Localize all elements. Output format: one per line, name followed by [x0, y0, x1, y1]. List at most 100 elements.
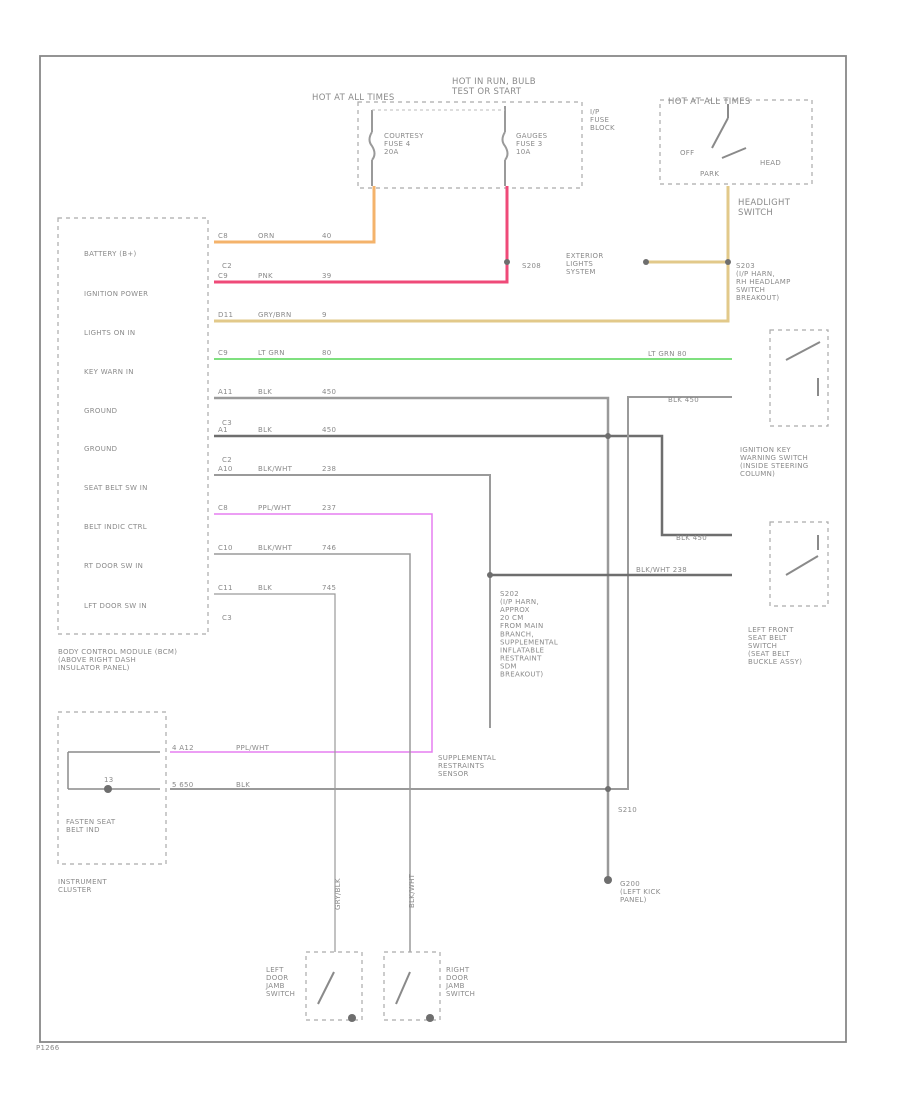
cluster-indicator-text-line-0: FASTEN SEAT: [66, 818, 116, 826]
cluster-pin1-color: PPL/WHT: [236, 744, 270, 752]
bcm-name-text-line-0: BODY CONTROL MODULE (BCM): [58, 648, 177, 656]
cluster-outline: [57, 711, 167, 865]
headlight-switch-arm: [711, 117, 729, 149]
cluster-pin1: 4 A12: [172, 744, 194, 752]
wire-label-0-0: C8: [218, 232, 228, 240]
wire-label-5-1: BLK: [258, 426, 272, 434]
cluster-name-text-line-0: INSTRUMENT: [58, 878, 107, 886]
left-door-ground-icon: [348, 1014, 356, 1022]
wire-label-3-2: 80: [322, 349, 332, 357]
ground-g200-text-line-0: G200: [620, 880, 640, 888]
wire-rt-door: [214, 553, 411, 952]
ign-key-wire-label: LT GRN 80: [648, 350, 687, 358]
splice-s202-text-line-1: (I/P HARN,: [500, 598, 539, 606]
seat-belt-gnd-label: BLK 450: [676, 534, 707, 542]
seat-belt-switch-text-line-1: SEAT BELT: [748, 634, 787, 642]
seat-belt-gnd-color: BLK: [676, 534, 690, 542]
seat-belt-switch-outline: [769, 521, 829, 607]
wire-label-9-2: 745: [322, 584, 336, 592]
cluster-lamp-label: 13: [104, 776, 114, 784]
cluster-lamp-icon: [104, 785, 112, 793]
switch-park-label: PARK: [700, 170, 719, 178]
splice-s202: [487, 572, 493, 578]
gauges-fuse-symbol: [501, 131, 509, 161]
seat-belt-sw-color: BLK/WHT: [636, 566, 671, 574]
splice-s202-text-line-4: FROM MAIN: [500, 622, 544, 630]
srs-text-line-0: SUPPLEMENTAL: [438, 754, 496, 762]
bcm-pin-label-0: BATTERY (B+): [84, 250, 137, 258]
wire-label-8-1: BLK/WHT: [258, 544, 293, 552]
wire-label-6-1: BLK/WHT: [258, 465, 293, 473]
exterior-lights-text-line-1: LIGHTS: [566, 260, 593, 268]
seat-belt-switch-text-line-3: (SEAT BELT: [748, 650, 790, 658]
wire-ign-key-ground: [170, 396, 732, 790]
fuse-block-label-text-line-0: I/P: [590, 108, 600, 116]
splice-s208: [504, 259, 510, 265]
ignition-switch-text-line-3: COLUMN): [740, 470, 775, 478]
wire-label-1-0: C9: [218, 272, 228, 280]
left-door-wire-label: GRY/BLK: [334, 878, 342, 910]
wire-label-1-2: 39: [322, 272, 332, 280]
courtesy-fuse-symbol: [368, 131, 376, 161]
bcm-outline: [57, 217, 209, 635]
left-door-switch-text-line-2: JAMB: [265, 982, 285, 990]
left-door-switch-text-line-1: DOOR: [266, 974, 288, 982]
splice-s203: [725, 259, 731, 265]
cluster-pin2-circuit: 650: [179, 781, 193, 789]
fuse-block-outline: [357, 101, 583, 189]
right-door-switch-text-line-0: RIGHT: [446, 966, 470, 974]
wire-label-3-1: LT GRN: [258, 349, 285, 357]
cluster-name-text-line-1: CLUSTER: [58, 886, 92, 894]
headlight-switch-text-line-0: HEADLIGHT: [738, 198, 791, 208]
wire-label-7-1: PPL/WHT: [258, 504, 292, 512]
left-door-switch-text-line-3: SWITCH: [266, 990, 295, 998]
cluster-pin2-color: BLK: [236, 781, 250, 789]
switch-head-label: HEAD: [760, 159, 781, 167]
wire-label-2-2: 9: [322, 311, 327, 319]
splice-s203-text-line-1: (I/P HARN,: [736, 270, 775, 278]
wire-label-0-2: 40: [322, 232, 332, 240]
seat-belt-switch-arm: [785, 555, 819, 576]
bcm-connector-1: C3: [222, 419, 232, 427]
diagram-frame: [39, 55, 847, 1043]
wire-label-7-0: C8: [218, 504, 228, 512]
diagram-code: P1266: [36, 1044, 60, 1052]
wire-label-2-0: D11: [218, 311, 233, 319]
splice-s203-text-line-3: SWITCH: [736, 286, 765, 294]
splice-s210: [605, 786, 611, 792]
seat-belt-switch-text-line-2: SWITCH: [748, 642, 777, 650]
headlight-switch-arm2: [721, 147, 747, 159]
ground-g200: [604, 876, 612, 884]
right-door-switch-text-line-3: SWITCH: [446, 990, 475, 998]
wire-label-9-1: BLK: [258, 584, 272, 592]
wire-label-2-1: GRY/BRN: [258, 311, 291, 319]
ign-key-gnd-label: BLK 450: [668, 396, 699, 404]
ground-g200-text-line-2: PANEL): [620, 896, 647, 904]
bcm-pin-label-1: IGNITION POWER: [84, 290, 148, 298]
right-door-switch-text-line-2: JAMB: [445, 982, 465, 990]
bcm-pin-label-9: LFT DOOR SW IN: [84, 602, 147, 610]
splice-s202-text-line-7: INFLATABLE: [500, 646, 544, 654]
hot-all-times-label: HOT AT ALL TIMES: [312, 93, 395, 103]
wire-ground-1: [214, 396, 610, 880]
bcm-pin-label-4: GROUND: [84, 407, 117, 415]
seat-belt-gnd-circuit: 450: [693, 534, 707, 542]
bcm-connector-0: C2: [222, 262, 232, 270]
ignition-switch-text-line-1: WARNING SWITCH: [740, 454, 808, 462]
